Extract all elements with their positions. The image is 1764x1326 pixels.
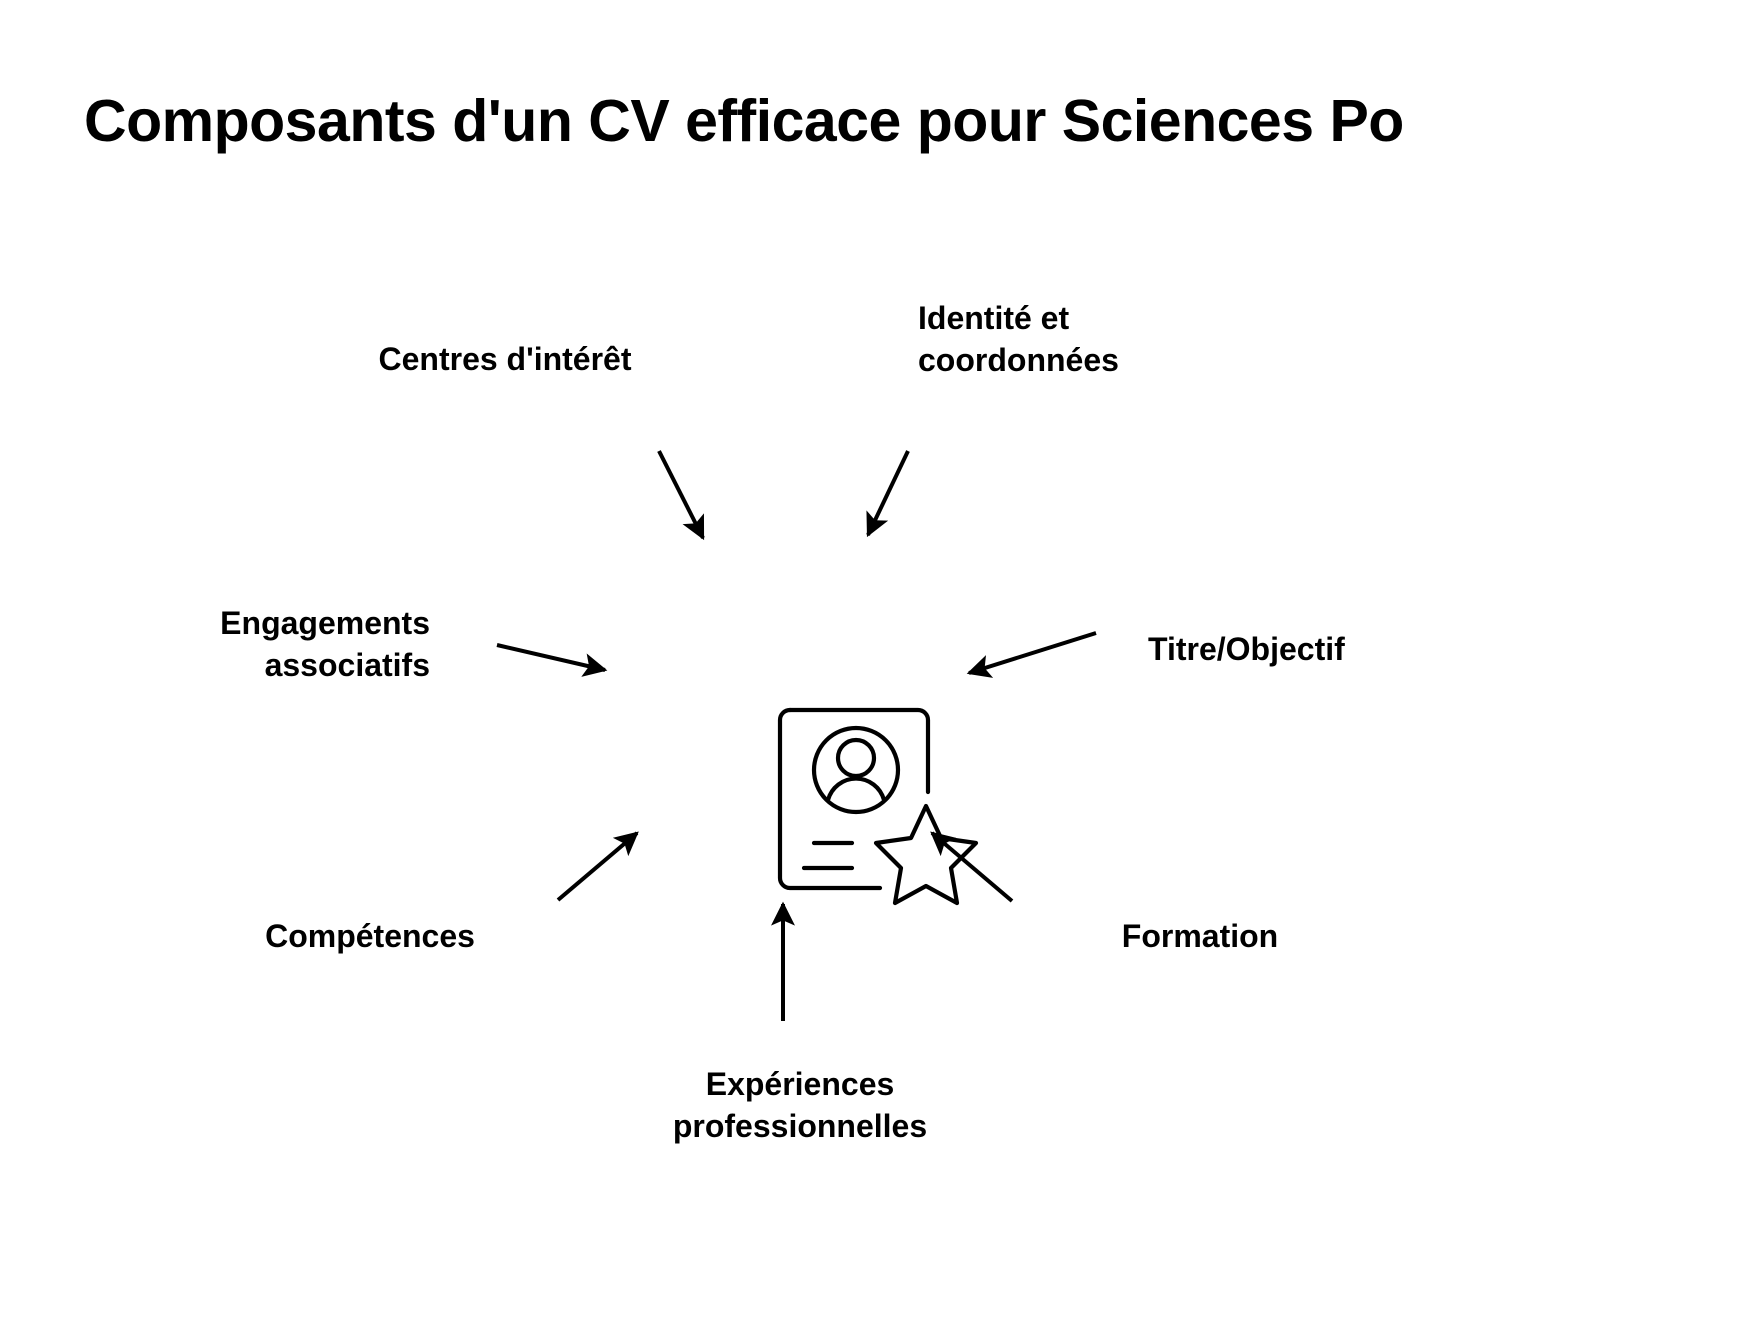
node-label-formation: Formation xyxy=(1121,918,1279,954)
cv-profile-card-star-icon xyxy=(777,707,979,906)
node-label-centres-interet: Centres d'intérêt xyxy=(378,341,632,377)
node-label-experiences-professionnelles: Expériences professionnelles xyxy=(672,1066,928,1145)
page-title: Composants d'un CV efficace pour Science… xyxy=(84,87,1404,154)
arrow-competences xyxy=(556,831,639,902)
node-label-identite-coordonnees: Identité et coordonnées xyxy=(918,300,1119,379)
arrow-engagements xyxy=(496,643,608,677)
arrow-identite xyxy=(866,450,910,538)
node-label-titre-objectif: Titre/Objectif xyxy=(1148,631,1345,667)
arrow-titre-objectif xyxy=(966,631,1097,678)
arrow-centres-interet xyxy=(657,450,705,541)
node-label-competences: Compétences xyxy=(265,918,475,954)
node-label-engagements-associatifs: Engagements associatifs xyxy=(220,605,430,684)
